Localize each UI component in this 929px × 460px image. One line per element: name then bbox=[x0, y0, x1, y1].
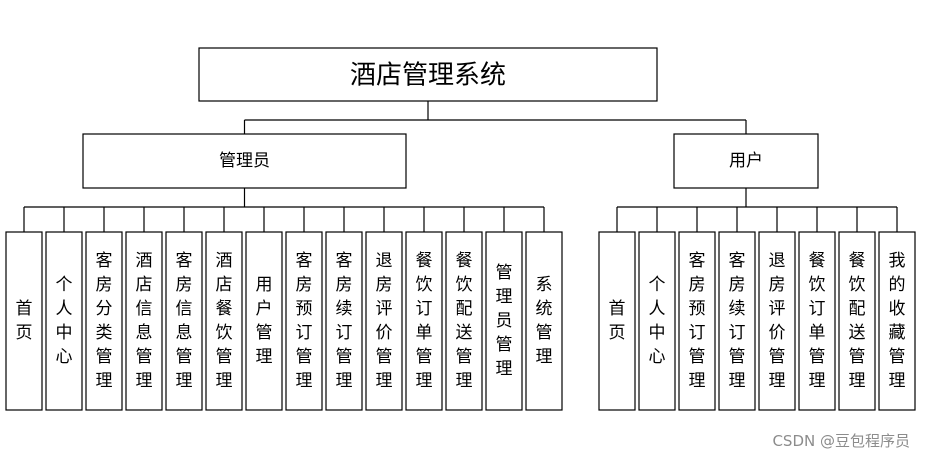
admin-leaf-box bbox=[325, 231, 363, 411]
admin-leaf-label: 酒店餐饮管理 bbox=[216, 251, 233, 391]
user-leaf-box bbox=[878, 231, 916, 411]
admin-leaf-box bbox=[285, 231, 323, 411]
user-leaf-box bbox=[758, 231, 796, 411]
user-group-box bbox=[673, 133, 819, 189]
admin-leaf-label: 客房信息管理 bbox=[176, 251, 193, 391]
user-leaf-box bbox=[718, 231, 756, 411]
admin-group-label: 管理员 bbox=[219, 151, 270, 171]
user-leaf-box bbox=[838, 231, 876, 411]
user-leaf-box bbox=[638, 231, 676, 411]
admin-leaf-box bbox=[245, 231, 283, 411]
user-leaf-box bbox=[798, 231, 836, 411]
admin-leaf-box bbox=[445, 231, 483, 411]
admin-leaf-label: 客房预订管理 bbox=[296, 251, 313, 391]
admin-leaf-box bbox=[165, 231, 203, 411]
admin-leaf-label: 客房续订管理 bbox=[336, 251, 353, 391]
root-node-label: 酒店管理系统 bbox=[350, 61, 506, 91]
connector-lines bbox=[23, 101, 898, 232]
admin-leaf-label: 个人中心 bbox=[56, 275, 73, 367]
admin-leaf-box bbox=[365, 231, 403, 411]
user-leaf-label: 我的收藏管理 bbox=[889, 251, 906, 391]
admin-leaf-label: 管理员管理 bbox=[496, 263, 513, 379]
user-leaf-label: 退房评价管理 bbox=[769, 251, 786, 391]
admin-leaf-box bbox=[45, 231, 83, 411]
root-node-box bbox=[198, 47, 658, 102]
admin-group-box bbox=[82, 133, 407, 189]
admin-leaf-label: 客房分类管理 bbox=[96, 251, 113, 391]
admin-leaf-box bbox=[5, 231, 43, 411]
user-group-label: 用户 bbox=[729, 151, 763, 171]
user-leaf-label: 客房预订管理 bbox=[689, 251, 706, 391]
admin-leaf-box bbox=[205, 231, 243, 411]
admin-leaf-label: 用户管理 bbox=[256, 275, 273, 367]
admin-leaf-box bbox=[525, 231, 563, 411]
user-leaf-label: 首页 bbox=[609, 299, 626, 343]
admin-leaf-label: 系统管理 bbox=[536, 275, 553, 367]
admin-leaf-box bbox=[485, 231, 523, 411]
user-leaf-label: 客房续订管理 bbox=[729, 251, 746, 391]
admin-leaf-label: 餐饮订单管理 bbox=[416, 251, 433, 391]
admin-leaf-box bbox=[405, 231, 443, 411]
user-leaf-label: 餐饮配送管理 bbox=[849, 251, 866, 391]
watermark-text: CSDN @豆包程序员 bbox=[772, 432, 910, 450]
admin-leaf-label: 首页 bbox=[16, 299, 33, 343]
user-leaf-box bbox=[598, 231, 636, 411]
admin-leaf-box bbox=[125, 231, 163, 411]
node-boxes bbox=[5, 47, 916, 411]
admin-leaf-label: 酒店信息管理 bbox=[136, 251, 153, 391]
user-leaf-label: 个人中心 bbox=[649, 275, 666, 367]
admin-leaf-label: 餐饮配送管理 bbox=[456, 251, 473, 391]
user-leaf-box bbox=[678, 231, 716, 411]
admin-leaf-label: 退房评价管理 bbox=[376, 251, 393, 391]
admin-leaf-box bbox=[85, 231, 123, 411]
user-leaf-label: 餐饮订单管理 bbox=[809, 251, 826, 391]
